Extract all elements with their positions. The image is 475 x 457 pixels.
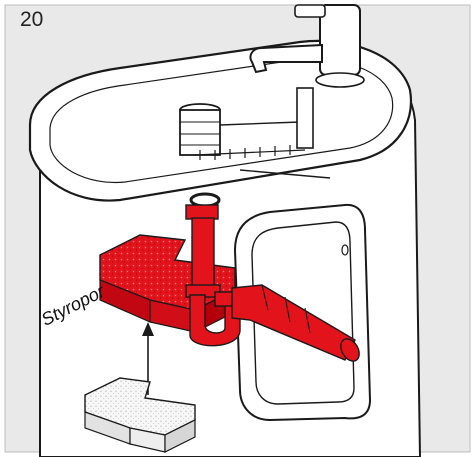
step-number: 20 [20,8,44,31]
drain-valve-icon [179,87,331,179]
faucet-icon [249,4,365,88]
basin-inner-edge [49,58,394,184]
siphon-pipe-icon [185,192,360,362]
styrofoam-block-icon [84,377,196,453]
